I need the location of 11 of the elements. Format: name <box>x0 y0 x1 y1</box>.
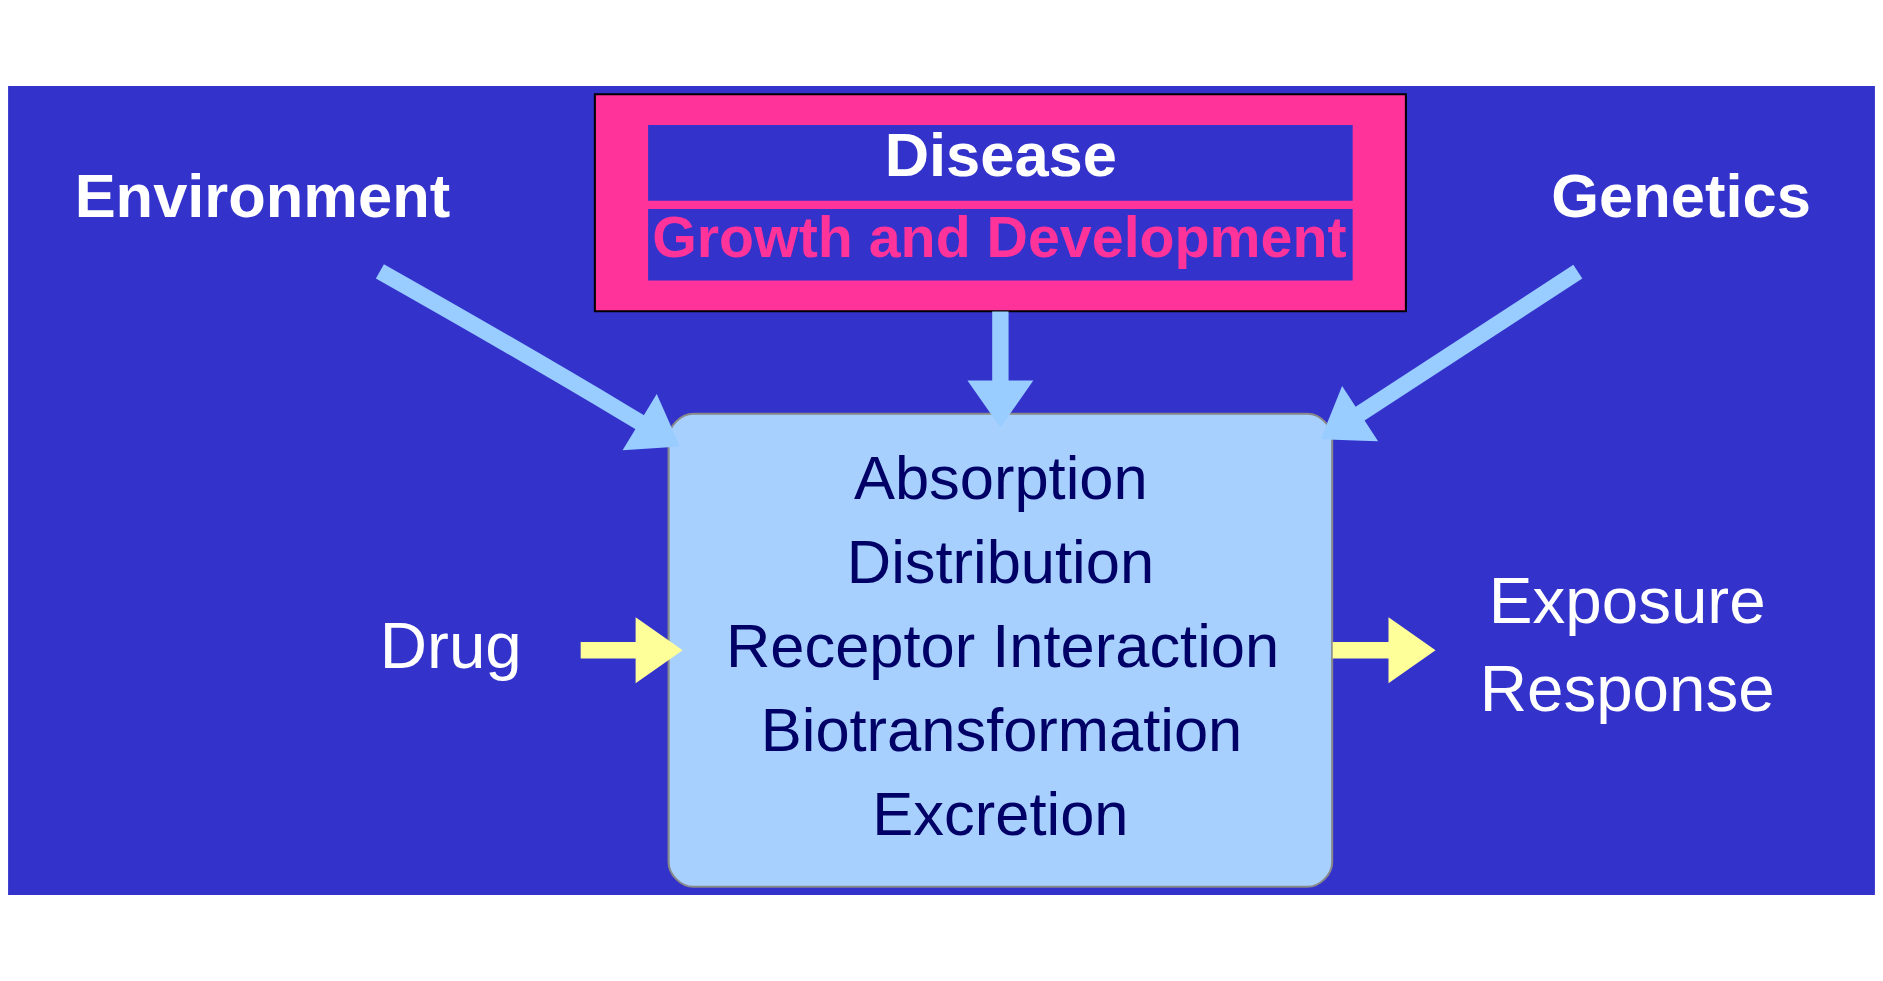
node-box: Absorption Distribution Receptor Interaction Biotransformation Excretion <box>667 412 1334 888</box>
arrow <box>1320 264 1583 442</box>
node-box: Disease Growth and Development <box>593 93 1407 313</box>
arrow <box>580 617 683 684</box>
arrow <box>375 264 680 451</box>
arrow <box>1332 617 1436 684</box>
node-text: Exposure Response <box>1479 563 1775 725</box>
arrow <box>967 311 1034 428</box>
node-text: Genetics <box>1551 161 1811 231</box>
node-text: Drug <box>379 608 522 682</box>
node-text: Environment <box>74 161 451 231</box>
